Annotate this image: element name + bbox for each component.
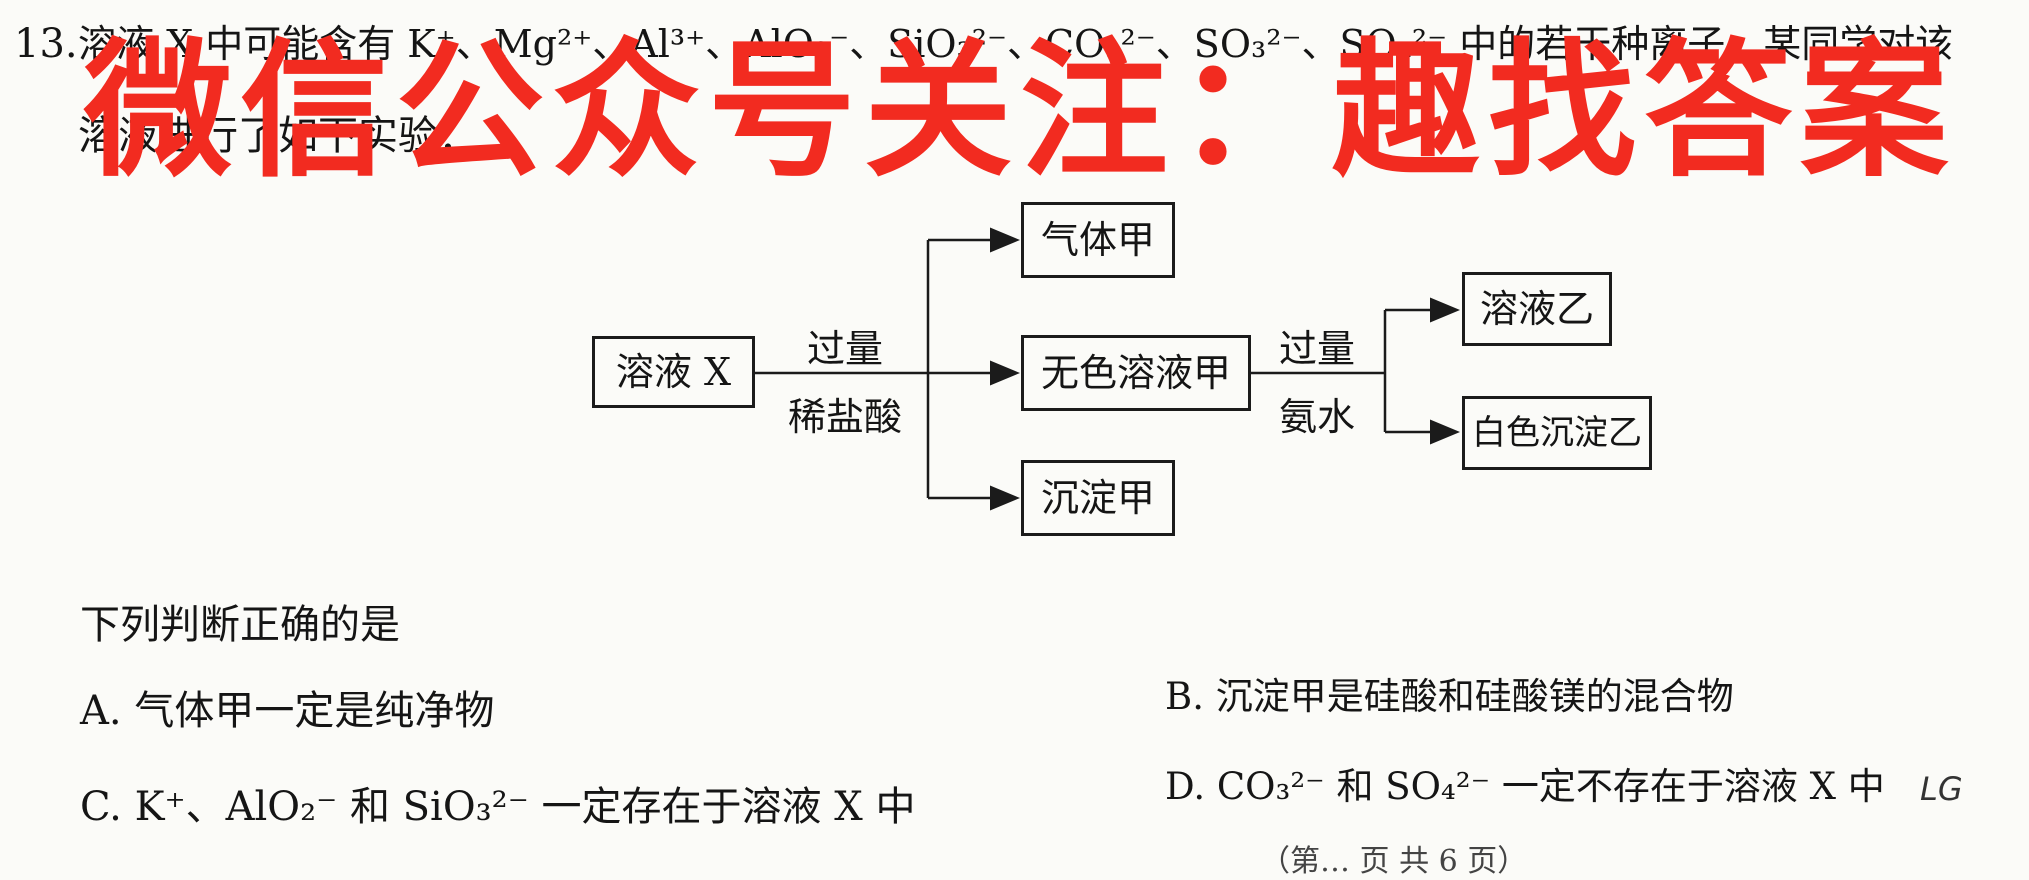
footer-fragment: （第… 页 共 6 页） (1260, 844, 1528, 879)
reagent2-bottom-label: 氨水 (1278, 395, 1355, 439)
question-number: 13. (14, 21, 78, 67)
question-stem-line2: 溶液进行了如下实验： (78, 113, 478, 159)
node-solution-b: 溶液乙 (1462, 272, 1612, 346)
watermark-text: 微信公众号关注：趣找答案 (84, 25, 1956, 197)
option-c[interactable]: C. K⁺、AlO₂⁻ 和 SiO₃²⁻ 一定存在于溶液 X 中 (80, 784, 916, 830)
option-b[interactable]: B. 沉淀甲是硅酸和硅酸镁的混合物 (1165, 675, 1734, 718)
option-a[interactable]: A. 气体甲一定是纯净物 (80, 688, 495, 734)
question-prompt: 下列判断正确的是 (80, 602, 400, 648)
node-white-precipitate-b: 白色沉淀乙 (1462, 396, 1652, 470)
reagent1-top-label: 过量 (806, 327, 883, 371)
node-colorless-solution-a: 无色溶液甲 (1021, 335, 1251, 411)
question-stem-line1: 溶液 X 中可能含有 K⁺、Mg²⁺、Al³⁺、AlO₂⁻、SiO₃²⁻、CO₃… (78, 22, 1954, 66)
reagent2-top-label: 过量 (1278, 327, 1355, 371)
flowchart-arrows (755, 227, 1460, 511)
node-precipitate-a: 沉淀甲 (1021, 460, 1175, 536)
margin-note: LG (1920, 770, 1963, 808)
node-solution-x: 溶液 X (592, 336, 755, 408)
node-gas-a: 气体甲 (1021, 202, 1175, 278)
option-d[interactable]: D. CO₃²⁻ 和 SO₄²⁻ 一定不存在于溶液 X 中 (1165, 765, 1885, 808)
reagent1-bottom-label: 稀盐酸 (787, 395, 902, 439)
